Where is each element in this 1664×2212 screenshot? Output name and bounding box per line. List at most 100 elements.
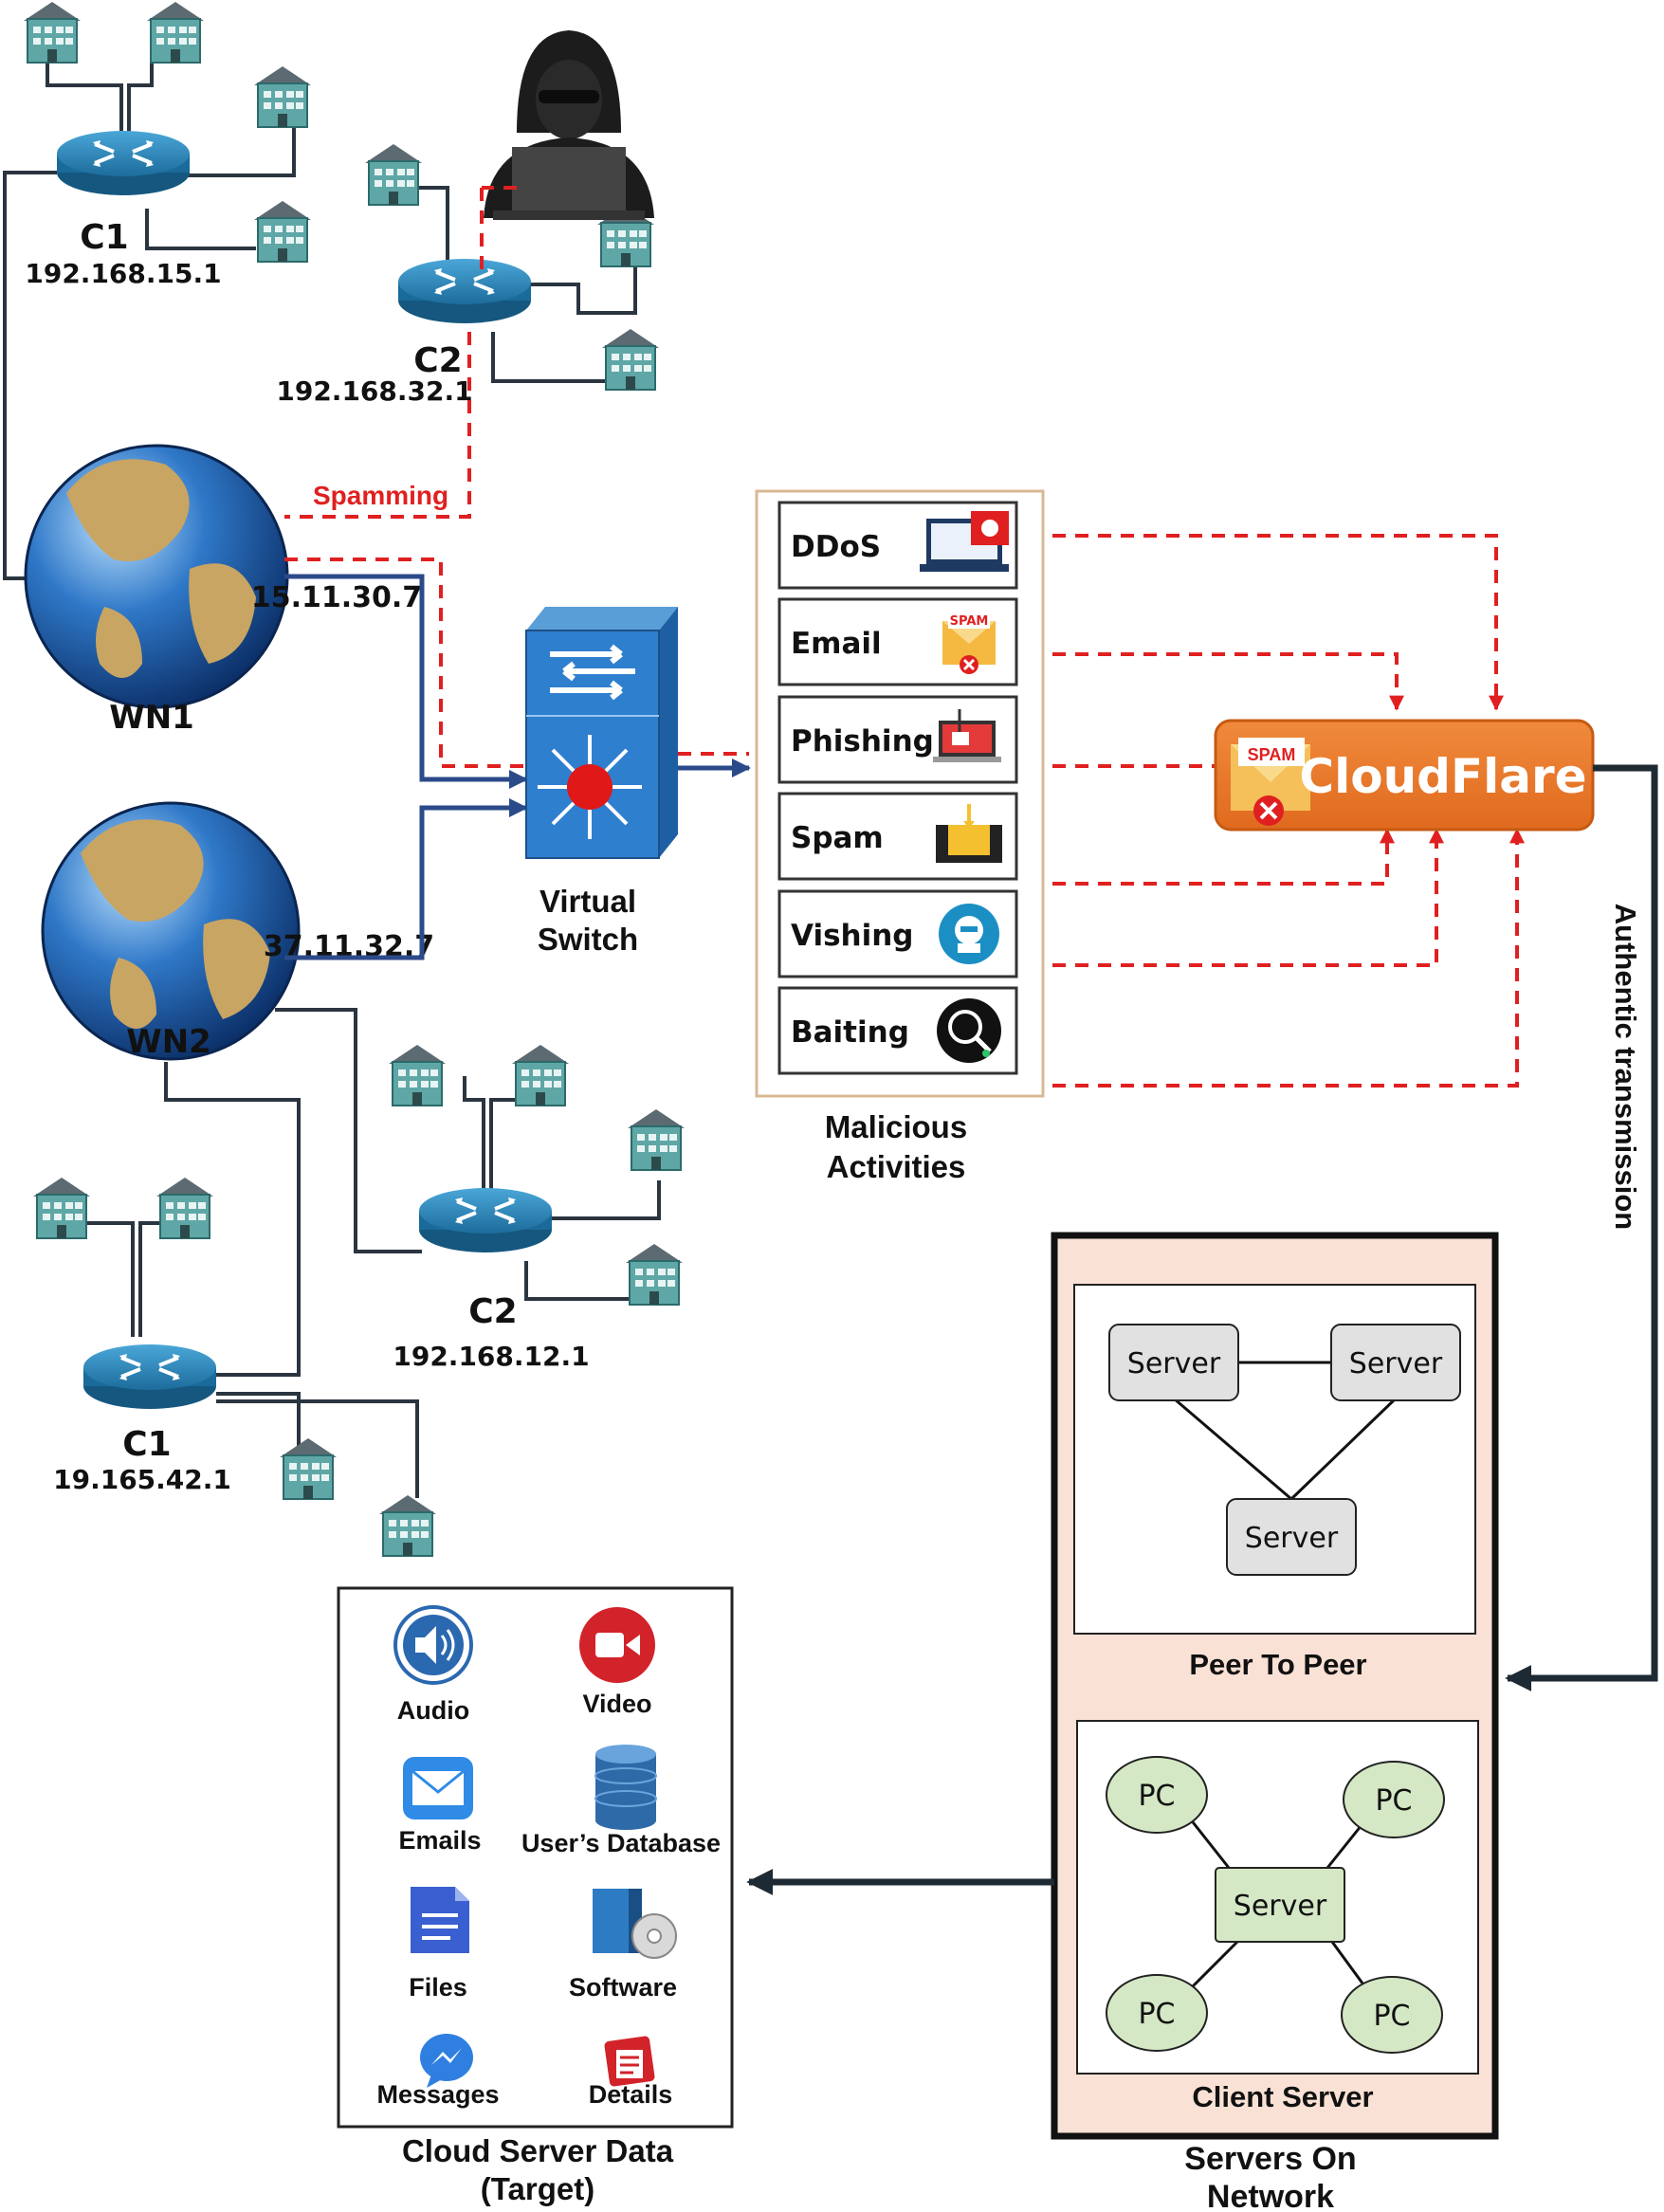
authentic-transmission-link — [1505, 764, 1658, 1691]
wn1-label: WN1 — [109, 699, 194, 737]
cloud-data-label-messenger: Messages — [376, 2080, 499, 2109]
pc-label: PC — [1375, 1784, 1412, 1818]
client-server-center-node: Server — [1215, 1867, 1345, 1943]
p2p-server-label: Server — [1127, 1347, 1221, 1380]
cloud-data-label-database: User’s Database — [521, 1829, 721, 1857]
c2-top-ip: 192.168.32.1 — [276, 375, 472, 407]
spam-icon — [936, 804, 1002, 863]
authentic-label: Authentic transmission — [1609, 904, 1642, 1231]
c2-bottom-ip: 192.168.12.1 — [393, 1341, 589, 1372]
switch-label-2: Switch — [538, 922, 638, 957]
spamming-label: Spamming — [313, 481, 448, 510]
building-icon — [32, 1177, 91, 1239]
client-server-center-label: Server — [1234, 1890, 1327, 1923]
c1-top-label: C1 — [80, 218, 128, 257]
router-icon — [55, 129, 192, 197]
malicious-item-label: Spam — [791, 821, 884, 855]
p2p-server-node: Server — [1108, 1324, 1239, 1401]
building-icon — [364, 143, 423, 206]
building-icon — [253, 200, 312, 263]
malicious-title-2: Activities — [827, 1149, 966, 1184]
pc-node: PC — [1106, 1974, 1208, 2052]
malicious-item-label: Phishing — [791, 724, 934, 759]
cloud-data-label-mail: Emails — [398, 1826, 481, 1855]
file-icon — [411, 1887, 469, 1953]
pc-label: PC — [1138, 1780, 1175, 1813]
malicious-item-ddos: DDoS — [777, 501, 1018, 590]
pc-label: PC — [1138, 1998, 1175, 2031]
pc-node: PC — [1341, 1976, 1443, 2054]
p2p-caption: Peer To Peer — [1189, 1648, 1366, 1681]
c1-bottom-cluster: C1 19.165.42.1 — [32, 1062, 437, 1557]
pc-label: PC — [1373, 2000, 1410, 2033]
messenger-icon — [420, 2034, 473, 2088]
malicious-item-label: Email — [791, 627, 882, 661]
p2p-server-node: Server — [1330, 1324, 1461, 1401]
ddos-cf-link — [1052, 534, 1504, 711]
cloud-data-panel — [337, 1586, 734, 2129]
audio-icon — [393, 1605, 473, 1685]
building-icon — [388, 1044, 447, 1106]
baiting-cf-link — [1052, 828, 1525, 1088]
p2p-server-label: Server — [1245, 1522, 1339, 1555]
router-icon — [82, 1343, 218, 1411]
router-icon — [417, 1186, 554, 1254]
spam-mail-icon: SPAM — [1231, 738, 1310, 826]
switch-label-1: Virtual — [539, 884, 636, 919]
cloudflare-label: CloudFlare — [1299, 749, 1586, 804]
vishing-cf-link — [1052, 828, 1395, 886]
wn1-ip: 15.11.30.7 — [251, 581, 422, 614]
servers-title-2: Network — [1207, 2179, 1334, 2212]
cloud-data-label-details: Details — [589, 2080, 673, 2109]
wn2-label: WN2 — [126, 1023, 211, 1061]
c2-top-cluster: C2 192.168.32.1 — [276, 30, 660, 407]
details-icon — [604, 2036, 655, 2087]
cloud-data-label-file: Files — [409, 1973, 467, 2002]
database-icon — [594, 1745, 657, 1830]
building-icon — [511, 1044, 570, 1106]
servers-title-1: Servers On — [1184, 2141, 1356, 2177]
p2p-server-label: Server — [1349, 1347, 1443, 1380]
phishing-icon — [933, 709, 1001, 762]
router-icon — [396, 257, 533, 325]
pc-node: PC — [1106, 1756, 1208, 1834]
pc-node: PC — [1343, 1761, 1445, 1838]
vishing-cf-link-2 — [1052, 828, 1444, 967]
malicious-title-1: Malicious — [825, 1109, 967, 1144]
malicious-item-label: Vishing — [791, 919, 913, 953]
c2-bottom-cluster: C2 192.168.12.1 — [275, 1008, 686, 1372]
cloud-data-label-software: Software — [569, 1973, 677, 2002]
wn2-switch-link[interactable] — [284, 798, 528, 960]
wn1-globe: WN1 15.11.30.7 — [24, 444, 422, 737]
building-icon — [627, 1108, 686, 1171]
cloud-data-label-audio: Audio — [397, 1696, 469, 1725]
malicious-item-vishing: Vishing — [777, 889, 1018, 978]
building-icon — [23, 1, 82, 64]
building-icon — [601, 328, 660, 391]
client-server-caption: Client Server — [1192, 2080, 1373, 2113]
malicious-item-spam: Spam — [777, 792, 1018, 881]
baiting-icon — [937, 998, 1001, 1063]
c1-bottom-label: C1 — [122, 1425, 171, 1464]
ddos-icon — [920, 511, 1009, 572]
building-icon — [625, 1243, 684, 1306]
c1-bottom-ip: 19.165.42.1 — [53, 1464, 231, 1495]
video-icon — [579, 1607, 655, 1683]
spamming-link — [284, 332, 471, 519]
cloud-data-title-2: (Target) — [481, 2171, 594, 2206]
email-cf-link — [1052, 652, 1404, 711]
email-spam-badge: SPAM — [950, 614, 989, 629]
malicious-item-baiting: Baiting — [777, 986, 1018, 1075]
building-icon — [378, 1494, 437, 1557]
wn1-switch-link[interactable] — [284, 574, 528, 789]
hacker-icon — [484, 30, 654, 220]
c2-bottom-label: C2 — [468, 1292, 517, 1331]
virtual-switch-icon — [525, 607, 678, 859]
malicious-item-label: Baiting — [791, 1015, 909, 1050]
wn2-globe: WN2 37.11.32.7 — [41, 801, 434, 1061]
c2-top-label: C2 — [413, 341, 462, 380]
building-icon — [146, 1, 205, 64]
